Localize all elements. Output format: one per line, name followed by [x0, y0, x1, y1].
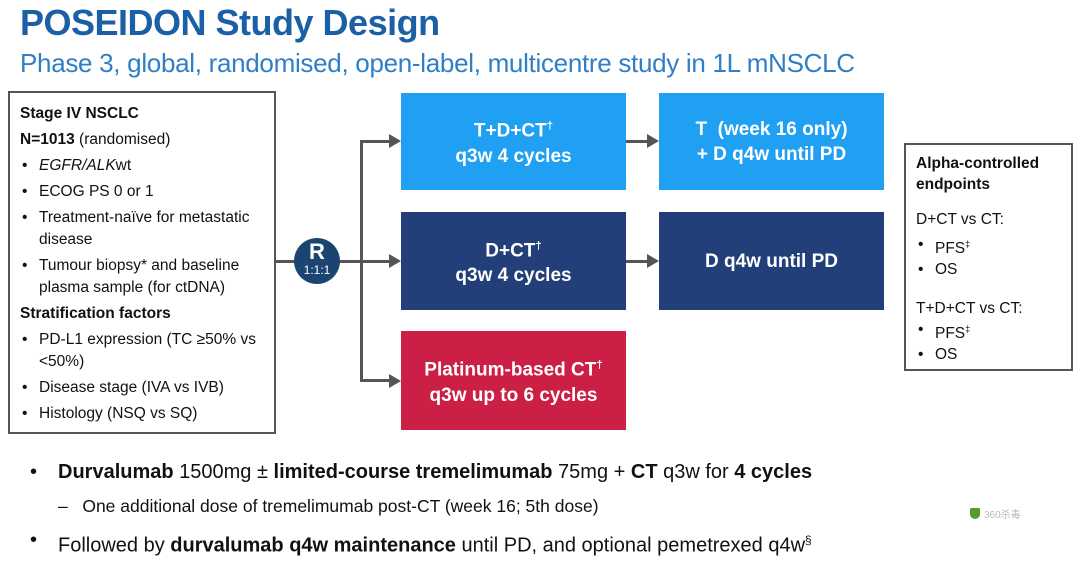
sample-size: N=1013 [20, 131, 75, 148]
arrow-icon [389, 134, 401, 148]
randomisation-node: R 1:1:1 [294, 238, 340, 284]
slide-title: POSEIDON Study Design [20, 2, 440, 43]
arrow-icon [389, 254, 401, 268]
connector [626, 140, 648, 143]
arrow-icon [389, 374, 401, 388]
watermark: 360杀毒 [970, 506, 1021, 521]
connector [276, 260, 294, 263]
note-text: 4 cycles [734, 461, 813, 483]
endpoint-item: PFS‡ [916, 234, 1071, 259]
arm-1-maintenance: T (week 16 only)+ D q4w until PD [659, 93, 884, 190]
criteria-item: ECOG PS 0 or 1 [20, 181, 274, 203]
notes: Durvalumab 1500mg ± limited-course treme… [30, 455, 812, 563]
note-bullet-1: Durvalumab 1500mg ± limited-course treme… [30, 455, 812, 489]
population-box: Stage IV NSCLC N=1013 (randomised) EGFR/… [8, 91, 276, 434]
note-text: q3w for [657, 461, 735, 483]
arm-1-induction: T+D+CT†q3w 4 cycles [401, 93, 626, 190]
note-text: Durvalumab [58, 461, 174, 483]
endpoint-item: OS [916, 259, 1071, 280]
criteria-item: EGFR/ALKwt [20, 155, 274, 177]
endpoints-box: Alpha-controlled endpoints D+CT vs CT: P… [904, 143, 1073, 371]
stratification-heading: Stratification factors [20, 305, 171, 322]
note-text: CT [630, 461, 658, 483]
randomisation-label: R [309, 239, 325, 264]
note-text: 1500mg ± [173, 461, 274, 483]
randomisation-ratio: 1:1:1 [303, 263, 331, 277]
arm-2-maintenance: D q4w until PD [659, 212, 884, 310]
note-text: limited-course tremelimumab [273, 461, 553, 483]
connector [360, 140, 390, 143]
arm-3-control: Platinum-based CT†q3w up to 6 cycles [401, 331, 626, 430]
strat-item: PD-L1 expression (TC ≥50% vs <50%) [20, 329, 274, 373]
sample-size-note: (randomised) [74, 131, 171, 148]
strat-item: Histology (NSQ vs SQ) [20, 403, 274, 425]
criteria-list: EGFR/ALKwt ECOG PS 0 or 1 Treatment-naïv… [20, 155, 274, 299]
endpoint-group-label: D+CT vs CT: [916, 211, 1004, 228]
endpoint-item: PFS‡ [916, 319, 1071, 344]
connector [340, 260, 390, 263]
arrow-icon [647, 254, 659, 268]
note-text: durvalumab q4w maintenance [170, 534, 456, 557]
note-text: until PD, and optional pemetrexed q4w [455, 534, 806, 557]
connector [360, 379, 390, 382]
arm-2-induction: D+CT†q3w 4 cycles [401, 212, 626, 310]
endpoint-item: OS [916, 344, 1071, 365]
note-text: Followed by [58, 534, 171, 557]
connector [360, 140, 363, 382]
note-sub-bullet: – One additional dose of tremelimumab po… [58, 496, 599, 516]
stratification-list: PD-L1 expression (TC ≥50% vs <50%) Disea… [20, 329, 274, 425]
note-bullet-2: Followed by durvalumab q4w maintenance u… [30, 523, 812, 563]
criteria-item: Treatment-naïve for metastatic disease [20, 207, 274, 251]
endpoint-group-label: T+D+CT vs CT: [916, 300, 1023, 318]
shield-icon [970, 508, 980, 519]
note-text: 75mg + [552, 461, 631, 483]
endpoints-heading: Alpha-controlled endpoints [916, 155, 1040, 193]
strat-item: Disease stage (IVA vs IVB) [20, 377, 274, 399]
connector [626, 260, 648, 263]
criteria-item: Tumour biopsy* and baseline plasma sampl… [20, 255, 274, 299]
population-heading: Stage IV NSCLC [20, 105, 139, 122]
arrow-icon [647, 134, 659, 148]
slide-subtitle: Phase 3, global, randomised, open-label,… [20, 48, 855, 78]
